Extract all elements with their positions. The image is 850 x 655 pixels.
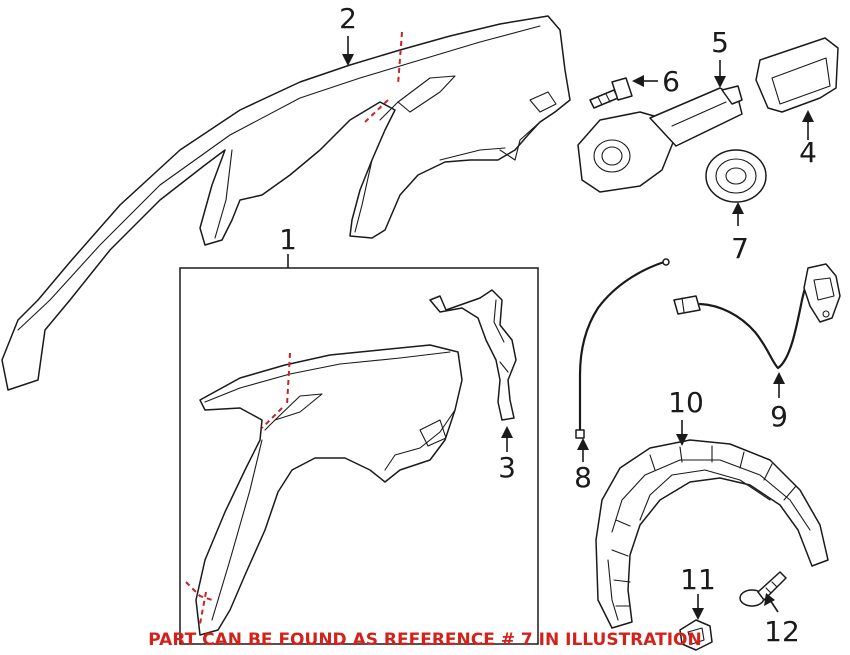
part-6-bolt: 6 <box>589 65 680 109</box>
part-12-screw: 12 <box>739 571 800 648</box>
callout-9: 9 <box>770 400 788 433</box>
part-5-filler-housing: 5 <box>577 26 743 193</box>
part-4-fuel-door: 4 <box>755 37 839 169</box>
callout-8: 8 <box>574 461 592 494</box>
part-9-harness: 9 <box>673 263 841 433</box>
part-8-release-cable: 8 <box>574 258 670 494</box>
callout-12: 12 <box>764 615 800 648</box>
reference-note: PART CAN BE FOUND AS REFERENCE # 7 IN IL… <box>148 630 701 650</box>
part-7-grommet: 7 <box>705 149 767 265</box>
callout-6: 6 <box>662 65 680 98</box>
callout-7: 7 <box>731 232 749 265</box>
part-3-reinforcement: 3 <box>429 289 517 484</box>
callout-11: 11 <box>680 563 716 596</box>
inset-box: 1 <box>179 223 539 645</box>
part-2-quarter-panel: 2 <box>1 2 571 391</box>
callout-3: 3 <box>498 451 516 484</box>
callout-4: 4 <box>799 136 817 169</box>
part-11-clip: 11 <box>679 563 716 651</box>
callout-1: 1 <box>279 223 297 256</box>
callout-10: 10 <box>668 386 704 419</box>
callout-2: 2 <box>339 2 357 35</box>
part-1-outer-quarter-panel <box>185 344 463 636</box>
part-10-fender-liner: 10 <box>595 386 829 629</box>
callout-5: 5 <box>711 26 729 59</box>
